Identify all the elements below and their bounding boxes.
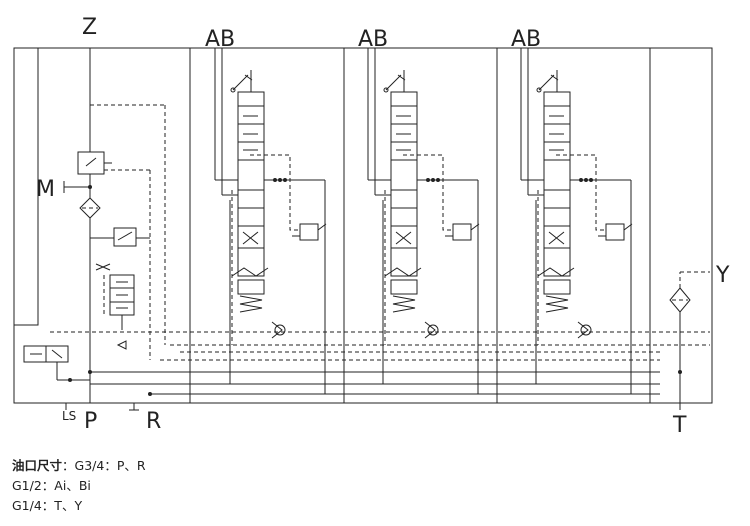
outlet-section xyxy=(669,271,710,410)
port-ls-label: LS xyxy=(62,409,76,423)
spec-text-1: ：G3/4：P、R xyxy=(62,458,146,473)
port-size-spec: 油口尺寸：G3/4：P、R G1/2：Ai、Bi G1/4：T、Y xyxy=(12,456,146,516)
port-t-label: T xyxy=(672,413,687,438)
spec-heading: 油口尺寸 xyxy=(12,458,63,473)
section-1-ab-label: AB xyxy=(205,27,235,52)
working-section-3 xyxy=(520,48,633,394)
port-r-label: R xyxy=(146,409,161,434)
port-z-label: Z xyxy=(82,15,97,40)
section-2-ab-label: AB xyxy=(358,27,388,52)
port-y-label: Y xyxy=(715,263,730,288)
working-section-2 xyxy=(367,48,480,394)
inlet-section xyxy=(23,48,166,411)
port-m-label: M xyxy=(36,177,55,202)
section-3-ab-label: AB xyxy=(511,27,541,52)
spec-line-2: G1/2：Ai、Bi xyxy=(12,478,91,493)
main-galleries xyxy=(50,331,710,395)
port-p-label: P xyxy=(84,409,97,434)
hydraulic-schematic: Z M Y T P R LS AB AB AB xyxy=(13,15,730,438)
valve-block-outline xyxy=(13,47,713,404)
section-dividers xyxy=(189,48,651,403)
spec-line-1: 油口尺寸：G3/4：P、R xyxy=(12,456,146,476)
spec-line-3: G1/4：T、Y xyxy=(12,498,83,513)
working-section-1 xyxy=(214,48,327,394)
